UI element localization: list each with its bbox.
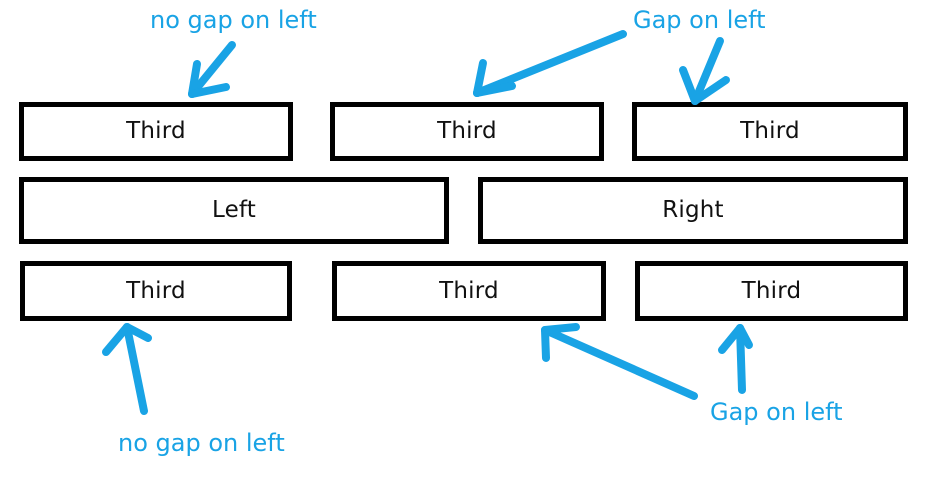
- arrow-up-icon: [718, 324, 753, 394]
- box-label: Third: [126, 118, 186, 144]
- box-bottom-third-1: Third: [20, 261, 292, 321]
- box-bottom-third-2: Third: [332, 261, 606, 321]
- arrow-long-diagonal-up-left-icon: [541, 323, 698, 400]
- box-bottom-third-3: Third: [635, 261, 908, 321]
- box-top-third-1: Third: [19, 102, 293, 161]
- box-label: Third: [437, 118, 497, 144]
- box-label: Left: [211, 197, 257, 223]
- box-label: Third: [740, 118, 800, 144]
- arrow-down-icon: [679, 37, 730, 105]
- arrow-down-left-icon: [188, 41, 236, 98]
- box-label: Third: [741, 277, 802, 304]
- box-label: Third: [126, 277, 186, 304]
- annotation-gap-on-left-bottom: Gap on left: [710, 398, 843, 426]
- box-top-third-3: Third: [632, 102, 908, 161]
- box-top-third-2: Third: [330, 102, 604, 161]
- box-label: Right: [662, 197, 724, 223]
- annotation-no-gap-on-left-bottom: no gap on left: [118, 429, 285, 457]
- annotation-no-gap-on-left-top: no gap on left: [150, 6, 317, 34]
- arrow-up-left-icon: [102, 323, 152, 415]
- annotation-gap-on-left-top: Gap on left: [633, 6, 766, 34]
- arrow-long-diagonal-left-icon: [473, 30, 627, 97]
- box-right: Right: [478, 177, 908, 244]
- box-left: Left: [19, 177, 449, 244]
- box-label: Third: [439, 277, 499, 304]
